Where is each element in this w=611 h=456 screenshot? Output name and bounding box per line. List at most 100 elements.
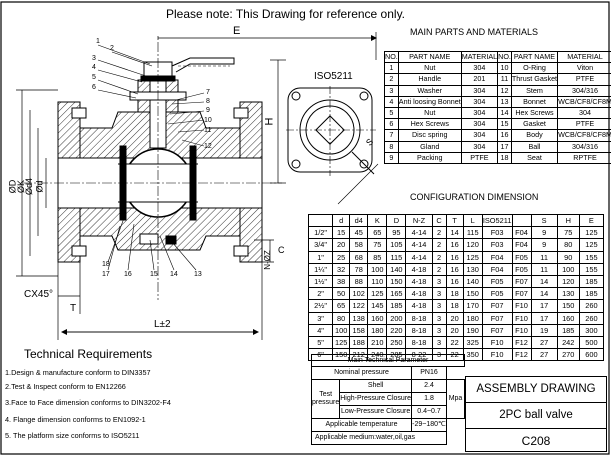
config-cell: 185 bbox=[578, 274, 605, 289]
config-cell: 125 bbox=[332, 335, 351, 350]
config-cell: F03 bbox=[481, 238, 513, 252]
config-cell: E bbox=[578, 213, 605, 228]
config-cell: 115 bbox=[462, 226, 483, 240]
nominal-pressure-label: Nominal pressure bbox=[310, 366, 413, 380]
config-cell: 140 bbox=[462, 274, 483, 289]
config-cell: K bbox=[367, 213, 388, 228]
config-cell: F05 bbox=[511, 250, 532, 264]
config-cell: 20 bbox=[445, 323, 464, 337]
parts-cell: Nut bbox=[397, 106, 462, 120]
parts-cell: 304 bbox=[460, 129, 499, 142]
config-cell: 25 bbox=[332, 250, 351, 264]
config-cell: 160 bbox=[556, 311, 580, 325]
config-cell: C bbox=[431, 213, 447, 228]
config-cell: F10 bbox=[511, 299, 532, 313]
config-cell: 2½" bbox=[307, 299, 334, 313]
config-cell: 180 bbox=[367, 323, 388, 337]
config-cell: 155 bbox=[578, 262, 605, 276]
config-cell: F10 bbox=[481, 335, 513, 350]
config-cell: 20 bbox=[445, 311, 464, 325]
config-cell: 102 bbox=[349, 287, 369, 301]
parts-cell: MATERIAL bbox=[460, 50, 499, 64]
parts-title: MAIN PARTS AND MATERIALS bbox=[410, 27, 539, 37]
config-cell: 350 bbox=[462, 348, 483, 362]
config-cell: 16 bbox=[445, 250, 464, 264]
config-cell: 100 bbox=[367, 262, 388, 276]
config-cell: 125 bbox=[578, 226, 605, 240]
config-cell: 80 bbox=[332, 311, 351, 325]
config-cell: 150 bbox=[462, 287, 483, 301]
shell-value: 2.4 bbox=[411, 379, 447, 393]
config-cell: 3 bbox=[431, 274, 447, 289]
config-cell: 3 bbox=[431, 311, 447, 325]
low-closure-value: 0.4~0.7 bbox=[411, 405, 447, 419]
parts-cell: 7 bbox=[384, 129, 399, 142]
test-pressure-label: Test pressure bbox=[310, 379, 341, 419]
handle bbox=[171, 57, 235, 73]
balloon-16: 16 bbox=[124, 271, 132, 278]
config-cell: S bbox=[530, 213, 558, 228]
config-cell: 5" bbox=[307, 335, 334, 350]
temperature-label: Applicable temperature bbox=[310, 418, 413, 432]
config-cell: 130 bbox=[556, 287, 580, 301]
dim-label-C: C bbox=[278, 245, 285, 255]
balloon-3: 3 bbox=[92, 55, 96, 62]
config-cell: 3 bbox=[431, 335, 447, 350]
config-cell: 4-18 bbox=[405, 287, 433, 301]
config-cell: 17 bbox=[530, 299, 558, 313]
low-closure-label: Low-Pressure Closure bbox=[339, 405, 413, 419]
parts-cell: 18 bbox=[497, 151, 512, 164]
dim-label-d4: Ød4 bbox=[24, 177, 35, 196]
requirement-3: 3.Face to Face dimension conforms to DIN… bbox=[5, 398, 171, 407]
config-cell: 4-18 bbox=[405, 299, 433, 313]
config-cell: 185 bbox=[386, 299, 407, 313]
config-cell: 3/4" bbox=[307, 238, 334, 252]
parts-cell: MATERIAL bbox=[557, 50, 611, 64]
config-cell: F03 bbox=[481, 226, 513, 240]
config-cell: 185 bbox=[578, 287, 605, 301]
parts-cell: 1 bbox=[384, 62, 399, 75]
parts-cell: RPTFE bbox=[557, 151, 611, 164]
config-cell: F07 bbox=[481, 311, 513, 325]
balloon-14: 14 bbox=[170, 271, 178, 278]
config-cell: 16 bbox=[445, 274, 464, 289]
parts-cell: 304 bbox=[460, 140, 499, 153]
config-cell: 190 bbox=[462, 323, 483, 337]
config-cell: 125 bbox=[578, 238, 605, 252]
config-cell: F10 bbox=[511, 311, 532, 325]
config-cell: 14 bbox=[445, 226, 464, 240]
pressure-unit: Mpa bbox=[446, 379, 465, 419]
config-cell: 11 bbox=[530, 262, 558, 276]
requirement-2: 2.Test & Inspect conform to EN12266 bbox=[5, 382, 126, 391]
param-title: Main Technical Parameter bbox=[311, 354, 465, 367]
requirement-1: 1.Design & manufacture conform to DIN335… bbox=[5, 368, 151, 377]
config-cell: d4 bbox=[349, 213, 369, 228]
balloon-18: 18 bbox=[102, 261, 110, 268]
parts-cell: 5 bbox=[384, 106, 399, 120]
parts-cell: 304 bbox=[557, 106, 611, 120]
parts-cell: 304 bbox=[460, 62, 499, 75]
title-block: ASSEMBLY DRAWING 2PC ball valve C208 bbox=[465, 376, 607, 452]
parts-cell: Nut bbox=[397, 62, 462, 75]
config-cell: 16 bbox=[445, 238, 464, 252]
parts-cell: NO. bbox=[497, 50, 512, 64]
config-cell: F07 bbox=[511, 287, 532, 301]
config-cell: 58 bbox=[349, 238, 369, 252]
config-cell: 95 bbox=[386, 226, 407, 240]
drawing-code: C208 bbox=[521, 434, 551, 448]
valve-section-view bbox=[57, 57, 263, 263]
config-cell: 2 bbox=[431, 250, 447, 264]
reference-notice: Please note: This Drawing for reference … bbox=[166, 7, 406, 21]
config-cell: 130 bbox=[462, 262, 483, 276]
config-cell: 4-14 bbox=[405, 250, 433, 264]
